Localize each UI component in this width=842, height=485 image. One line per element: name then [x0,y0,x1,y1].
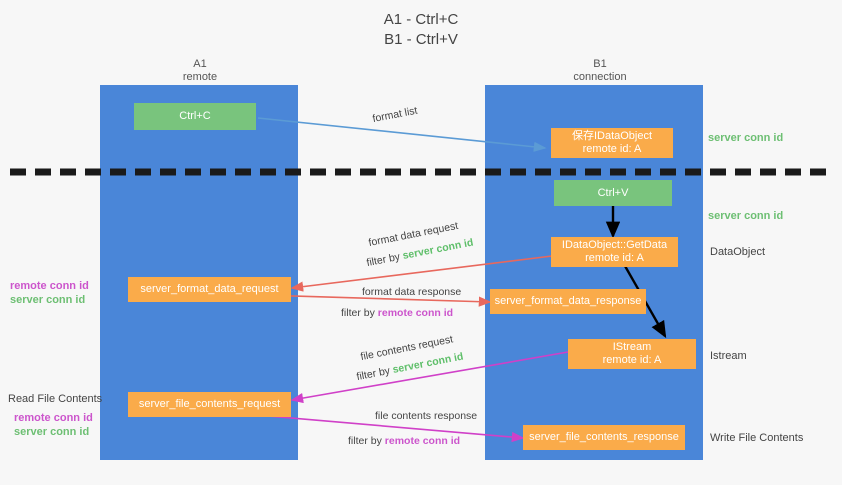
label-server-conn-id-right-1: server conn id [708,132,784,144]
label-istream: Istream [710,350,747,362]
node-istream[interactable]: IStream remote id: A [568,339,696,369]
label-server-conn-id-left-1: server conn id [10,294,86,306]
node-server-format-data-response-label: server_format_data_response [494,295,642,307]
caption-format-data-response-filter-prefix: filter by [341,307,378,319]
node-server-file-contents-response[interactable]: server_file_contents_response [523,425,685,450]
caption-file-contents-response-filter: filter by remote conn id [348,434,460,448]
node-save-idataobject[interactable]: 保存IDataObject remote id: A [551,128,673,158]
node-server-format-data-request-label: server_format_data_request [140,283,279,295]
node-ctrl-v[interactable]: Ctrl+V [554,180,672,206]
label-server-conn-id-right-2: server conn id [708,210,784,222]
node-server-file-contents-request[interactable]: server_file_contents_request [128,392,291,417]
label-server-conn-id-left-2: server conn id [14,426,90,438]
node-istream-sublabel: remote id: A [602,354,662,366]
label-remote-conn-id-left-2: remote conn id [14,412,93,424]
caption-file-contents-response-filter-prefix: filter by [348,435,385,447]
node-idataobject-getdata[interactable]: IDataObject::GetData remote id: A [551,237,678,267]
arrow-file-contents-request [290,351,569,404]
label-write-file-contents: Write File Contents [710,432,804,444]
node-istream-label: IStream [612,341,652,353]
label-read-file-contents: Read File Contents [8,393,103,405]
arrow-format-data-request [290,255,553,292]
node-idataobject-getdata-sublabel: remote id: A [585,252,644,264]
node-idataobject-getdata-label: IDataObject::GetData [561,239,668,251]
caption-format-data-response-filter: filter by remote conn id [341,306,453,320]
lane-header-a1: A1 remote [120,58,280,84]
lane-header-b1-name: B1 [593,58,607,70]
label-dataobject: DataObject [710,246,766,258]
caption-file-contents-response: file contents response [375,410,478,422]
node-server-format-data-request[interactable]: server_format_data_request [128,277,291,302]
node-save-idataobject-sublabel: remote id: A [582,143,642,155]
node-server-format-data-response[interactable]: server_format_data_response [490,289,646,314]
label-remote-conn-id-left-1: remote conn id [10,280,89,292]
node-save-idataobject-label: 保存IDataObject [571,130,653,142]
lane-header-a1-name: A1 [193,58,207,70]
arrow-format-list [257,117,547,152]
lane-header-b1: B1 connection [510,58,690,84]
node-server-file-contents-request-label: server_file_contents_request [138,398,281,410]
title-line-1: A1 - Ctrl+C [383,11,459,28]
caption-file-contents-response-filter-value: remote conn id [384,435,461,447]
page-title: A1 - Ctrl+C B1 - Ctrl+V [0,10,842,50]
caption-format-data-response: format data response [362,286,462,298]
node-server-file-contents-response-label: server_file_contents_response [529,431,679,443]
node-ctrl-v-label: Ctrl+V [597,186,629,199]
node-ctrl-c[interactable]: Ctrl+C [134,103,256,130]
lane-header-a1-sub: remote [182,71,218,83]
title-line-2: B1 - Ctrl+V [384,31,458,48]
node-ctrl-c-label: Ctrl+C [179,110,211,122]
caption-format-data-response-filter-value: remote conn id [377,307,454,319]
lane-header-b1-sub: connection [573,71,627,83]
